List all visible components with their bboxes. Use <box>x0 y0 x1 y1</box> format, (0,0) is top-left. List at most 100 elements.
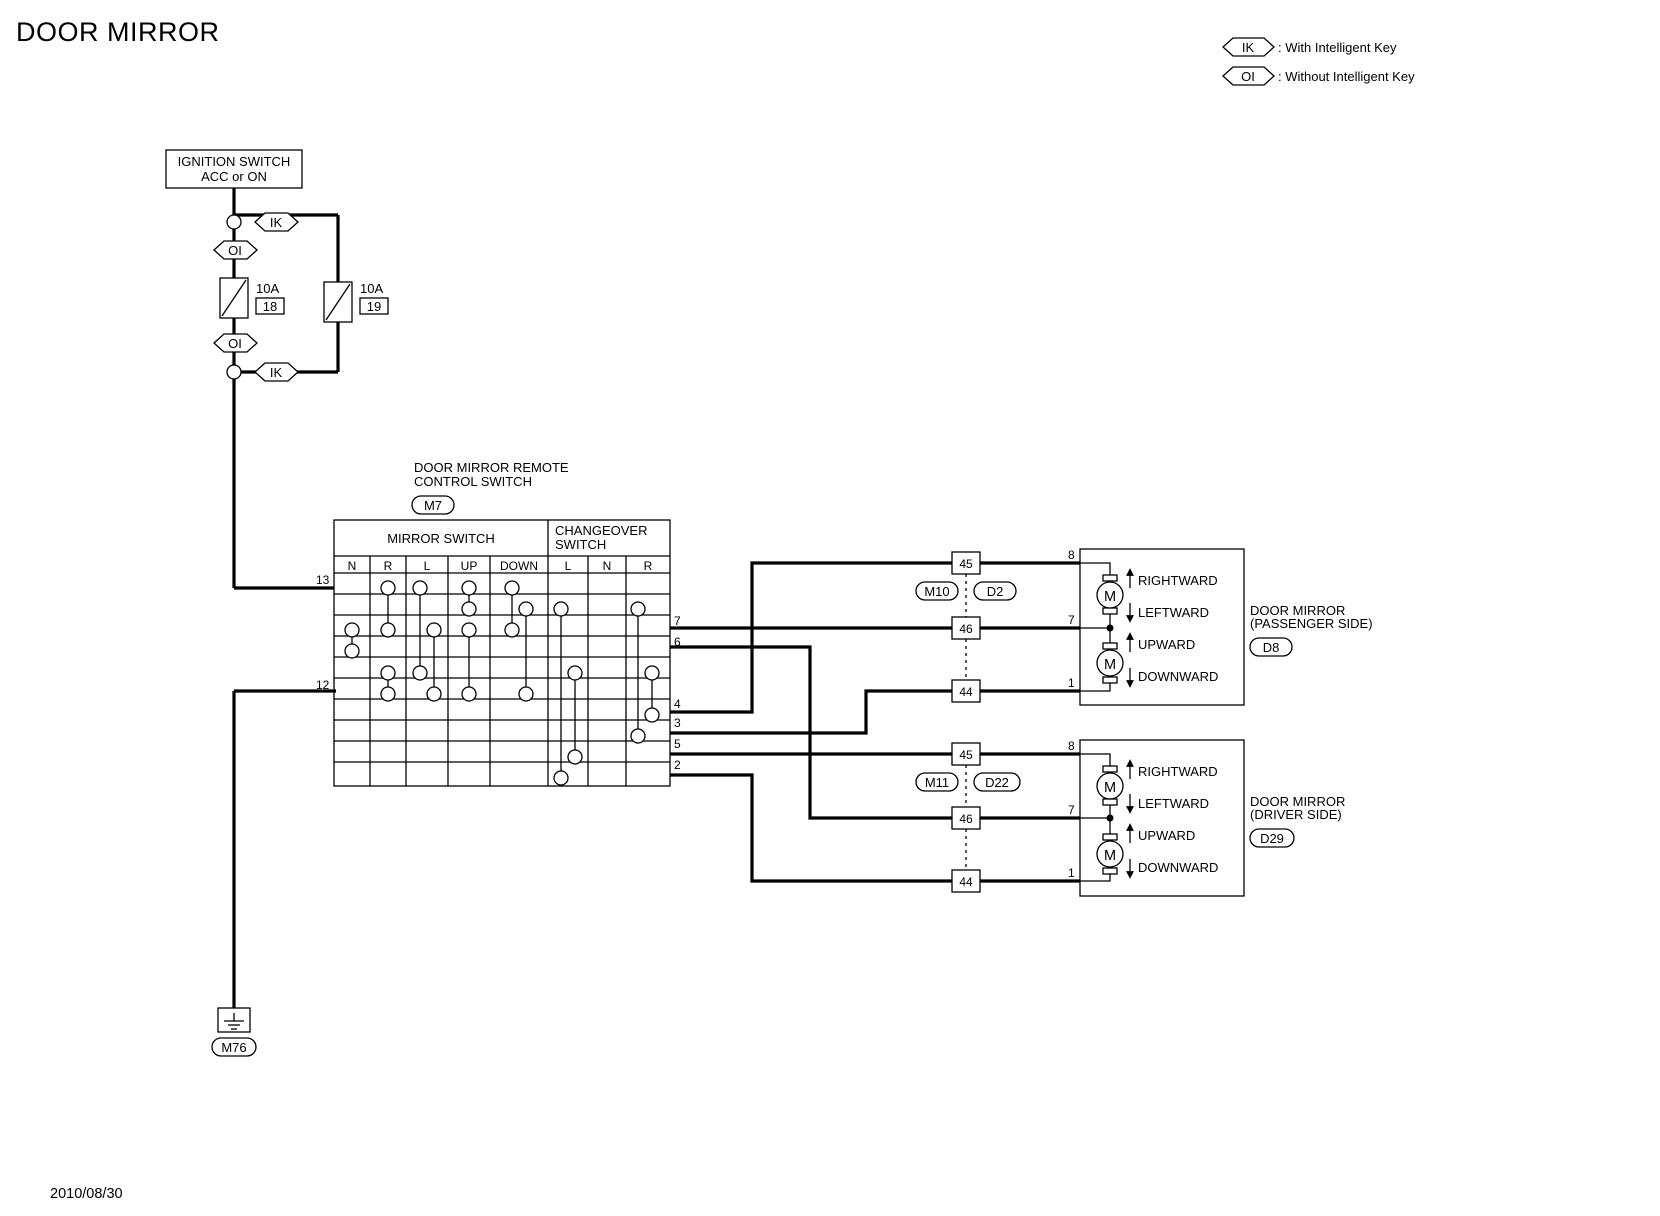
pin-2: 2 <box>674 758 681 772</box>
motor-pin-7: 7 <box>1068 613 1075 627</box>
d22-connector-text: D22 <box>985 775 1009 790</box>
motor-junction-dot <box>1106 624 1114 632</box>
switch-contacts <box>344 580 660 786</box>
mirror-switch-header: MIRROR SWITCH <box>387 531 495 546</box>
d8-connector-text: D8 <box>1263 640 1280 655</box>
passenger-mirror-label: DOOR MIRROR <box>1250 603 1345 618</box>
m76-connector-tag <box>211 1037 257 1057</box>
m76-connector-text: M76 <box>221 1040 246 1055</box>
column-header-co-r: R <box>644 559 653 573</box>
column-header-up: UP <box>461 559 478 573</box>
driver-mirror-sublabel: (DRIVER SIDE) <box>1250 807 1342 822</box>
junction-pin-45-label: 45 <box>959 557 973 571</box>
m11-connector-tag <box>915 772 959 792</box>
motor-junction-dot <box>1106 814 1114 822</box>
remote-switch-label: DOOR MIRROR REMOTE <box>414 460 569 475</box>
direction-rightward: RIGHTWARD <box>1138 764 1218 779</box>
pin-12: 12 <box>316 678 330 692</box>
oi-tag-text: OI <box>228 336 242 351</box>
page-title: DOOR MIRROR <box>16 17 220 47</box>
passenger-mirror-sublabel: (PASSENGER SIDE) <box>1250 616 1373 631</box>
legend-ik-code: IK <box>1242 40 1255 55</box>
fuse-18-number-box <box>255 297 285 315</box>
ik-tag-text: IK <box>270 365 283 380</box>
splice-point <box>226 364 242 380</box>
motor-icon <box>1096 765 1124 806</box>
legend-oi-text: : Without Intelligent Key <box>1278 69 1415 84</box>
junction-pin-46-label: 46 <box>959 622 973 636</box>
motor-icon <box>1096 833 1124 875</box>
junction-pin-44 <box>951 679 981 703</box>
motor-icon <box>1096 642 1124 684</box>
direction-rightward: RIGHTWARD <box>1138 573 1218 588</box>
motor-pin-8: 8 <box>1068 548 1075 562</box>
junction-pin-44-label: 44 <box>959 685 973 699</box>
pin-7: 7 <box>674 614 681 628</box>
changeover-header-sub: SWITCH <box>555 537 606 552</box>
d2-connector-tag <box>973 581 1017 601</box>
ik-tag-text: IK <box>270 215 283 230</box>
oi-tag <box>213 240 258 260</box>
fuse-18-amps: 10A <box>256 281 279 296</box>
m10-connector-text: M10 <box>924 584 949 599</box>
motor-pin-8: 8 <box>1068 739 1075 753</box>
fuse-icon <box>219 277 249 319</box>
oi-tag <box>213 333 258 353</box>
motor-pin-1: 1 <box>1068 866 1075 880</box>
pin-3: 3 <box>674 716 681 730</box>
motor-pin-1: 1 <box>1068 676 1075 690</box>
direction-upward: UPWARD <box>1138 637 1195 652</box>
junction-pin-46-label: 46 <box>959 812 973 826</box>
m7-connector-tag <box>411 495 455 515</box>
column-header-co-n: N <box>603 559 612 573</box>
fuse-18-number: 18 <box>263 299 277 314</box>
ignition-switch-label: IGNITION SWITCH <box>178 154 291 169</box>
m10-connector-tag <box>915 581 959 601</box>
junction-pin-44 <box>951 869 981 893</box>
motor-wiring <box>1080 562 1111 692</box>
m11-connector-text: M11 <box>925 775 949 790</box>
ik-tag <box>254 362 299 382</box>
junction-pin-44-label: 44 <box>959 875 973 889</box>
fuse-icon <box>323 281 353 323</box>
motor-symbol: M <box>1104 657 1116 673</box>
direction-leftward: LEFTWARD <box>1138 605 1209 620</box>
legend-ik-tag <box>1222 37 1275 57</box>
d29-connector-text: D29 <box>1260 831 1284 846</box>
legend-oi-code: OI <box>1241 69 1255 84</box>
d8-connector-tag <box>1249 637 1293 657</box>
fuse-19-number-box <box>359 297 389 315</box>
pin-5: 5 <box>674 737 681 751</box>
m7-connector-text: M7 <box>424 498 442 513</box>
d2-connector-text: D2 <box>987 584 1004 599</box>
motor-symbol: M <box>1104 780 1116 796</box>
pin-4: 4 <box>674 697 681 711</box>
revision-date: 2010/08/30 <box>50 1186 123 1202</box>
column-header-down: DOWN <box>500 559 538 573</box>
driver-mirror-label: DOOR MIRROR <box>1250 794 1345 809</box>
pin-13: 13 <box>316 573 330 587</box>
ground-icon <box>217 1007 251 1033</box>
changeover-header: CHANGEOVER <box>555 523 647 538</box>
direction-upward: UPWARD <box>1138 828 1195 843</box>
direction-downward: DOWNWARD <box>1138 860 1218 875</box>
direction-leftward: LEFTWARD <box>1138 796 1209 811</box>
ignition-switch-sublabel: ACC or ON <box>201 169 267 184</box>
motor-symbol: M <box>1104 589 1116 605</box>
legend-oi-tag <box>1222 66 1275 86</box>
oi-tag-text: OI <box>228 243 242 258</box>
motor-symbol: M <box>1104 848 1116 864</box>
d29-connector-tag <box>1249 828 1295 848</box>
fuse-19-number: 19 <box>367 299 381 314</box>
motor-icon <box>1096 574 1124 615</box>
switch-table <box>333 519 671 787</box>
remote-switch-sublabel: CONTROL SWITCH <box>414 474 532 489</box>
ik-tag <box>254 212 299 232</box>
legend-ik-text: : With Intelligent Key <box>1278 40 1397 55</box>
legend: IK : With Intelligent Key OI : Without I… <box>1222 37 1415 86</box>
column-header-co-l: L <box>565 559 572 573</box>
direction-downward: DOWNWARD <box>1138 669 1218 684</box>
junction-pin-45-label: 45 <box>959 748 973 762</box>
splice-point <box>226 214 242 230</box>
